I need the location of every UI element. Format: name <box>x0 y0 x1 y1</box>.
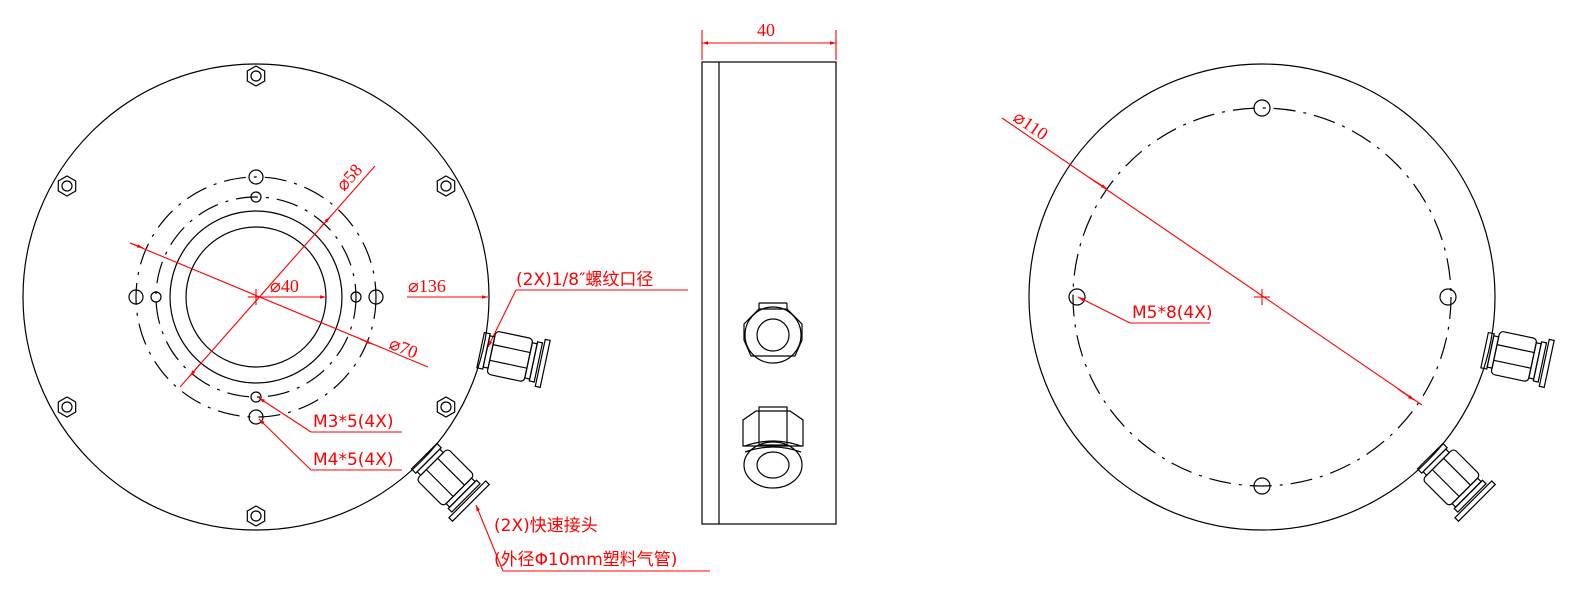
dim-outer-136: ⌀136 <box>408 276 446 296</box>
label-m4: M4*5(4X) <box>313 450 394 470</box>
fitting-end-view-icon <box>743 302 803 364</box>
inner-ring-circle <box>169 210 343 384</box>
hex-bolt-icon <box>246 505 266 527</box>
hex-bolt-icon <box>436 175 456 197</box>
rear-pcd-circle <box>1072 107 1452 487</box>
quick-connector-bottom-icon <box>1416 442 1497 523</box>
side-view: 40 <box>701 20 837 525</box>
m3-pcd-circle <box>155 196 357 398</box>
dim-side-width: 40 <box>757 20 775 40</box>
quick-connector-right-icon <box>1480 331 1555 389</box>
m3-holes <box>150 191 362 403</box>
label-fitting-line1: (2X)快速接头 <box>494 516 598 536</box>
m4-holes <box>128 169 384 425</box>
front-view: ⌀40 ⌀70 ⌀58 ⌀136 (2X)1/8″螺纹口径 M3*5(4X) M… <box>22 63 710 572</box>
outer-body-circle <box>22 63 490 531</box>
hex-bolt-icon <box>246 65 266 87</box>
dim-bore-40: ⌀40 <box>270 276 299 296</box>
hex-bolt-icon <box>436 396 456 418</box>
label-thread-port: (2X)1/8″螺纹口径 <box>516 270 653 290</box>
rear-outer-circle <box>1028 63 1496 531</box>
m4-pcd-circle <box>135 176 377 418</box>
dim-58: ⌀58 <box>332 160 366 195</box>
label-m5: M5*8(4X) <box>1132 303 1213 323</box>
hex-bolt-icon <box>57 396 77 418</box>
fitting-end-view-icon <box>742 406 804 489</box>
hex-bolt-icon <box>57 175 77 197</box>
dim-pcd-110: ⌀110 <box>1010 107 1052 144</box>
dim-70: ⌀70 <box>387 333 421 362</box>
side-body <box>701 61 837 525</box>
rear-view: ⌀110 M5*8(4X) <box>1001 63 1555 531</box>
label-fitting-line2: (外径Φ10mm塑料气管) <box>494 550 677 570</box>
quick-connector-right-icon <box>476 331 551 389</box>
m5-holes <box>1068 99 1457 495</box>
label-m3: M3*5(4X) <box>313 412 394 432</box>
quick-connector-bottom-icon <box>410 442 491 523</box>
